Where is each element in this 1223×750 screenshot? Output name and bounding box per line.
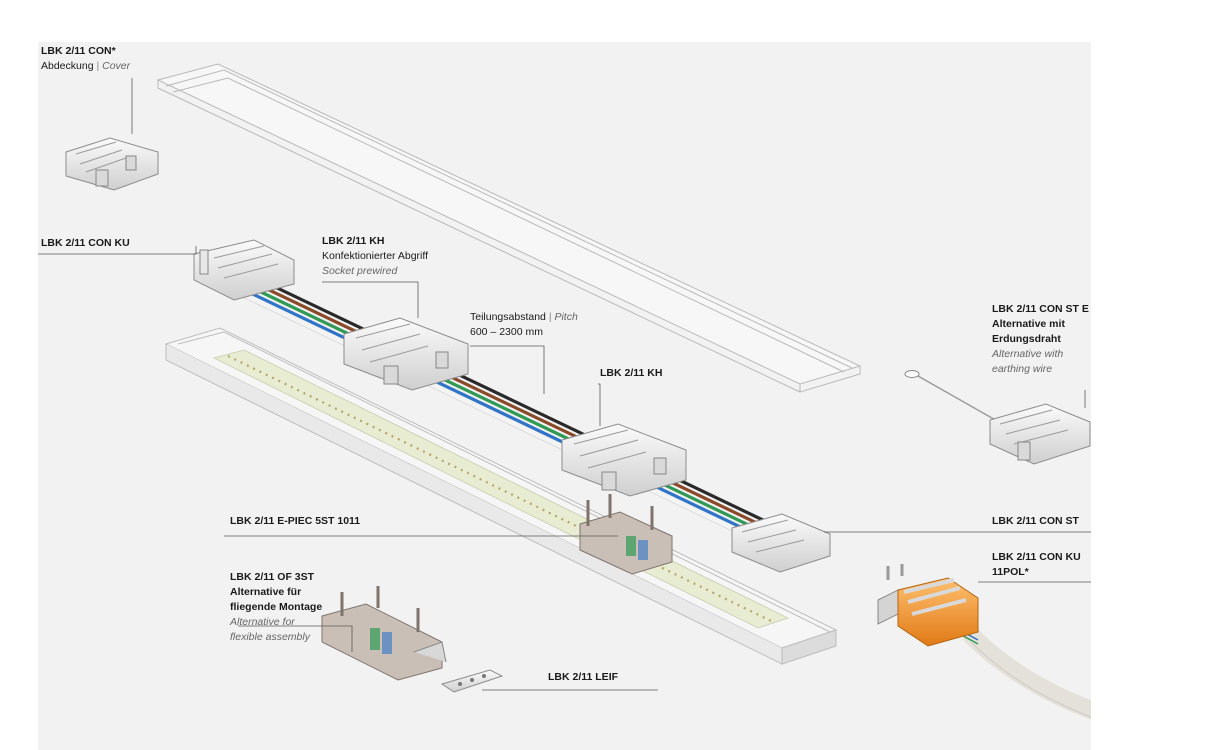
label-pitch-de: Teilungsabstand [470,311,546,323]
wire-bundle [230,272,790,551]
label-pitch-sep: | [548,311,552,323]
label-of-3st-de1: Alternative für [230,586,302,598]
con-st-part [731,513,831,573]
flex-cable [955,627,1091,719]
label-con-st-e-en2: earthing wire [992,363,1053,375]
leif-part [440,669,504,693]
leader-of-3st [238,625,353,652]
label-con-cover-en: Cover [102,60,131,72]
label-leif: LBK 2/11 LEIF [548,670,618,685]
label-con-ku-11pol-name2: 11POL* [992,566,1029,578]
label-kh-prewired-en: Socket prewired [322,265,398,277]
con-ku-part [193,239,295,301]
leader-con-ku [38,246,197,255]
label-con-st-e-de2: Erdungsdraht [992,333,1061,345]
label-kh-prewired-name: LBK 2/11 KH [322,235,385,247]
con-st-e-part [989,403,1091,465]
label-con-st-e-name: LBK 2/11 CON ST E [992,303,1089,315]
label-con-ku: LBK 2/11 CON KU [41,236,130,251]
label-con-ku-11pol: LBK 2/11 CON KU 11POL* [992,550,1081,580]
label-e-piec-name: LBK 2/11 E-PIEC 5ST 1011 [230,515,361,527]
cover-profile [156,63,862,393]
label-of-3st-en2: flexible assembly [230,631,310,643]
label-leif-name: LBK 2/11 LEIF [548,671,619,683]
label-con-cover-sep: | [96,60,100,72]
e-piec-part [579,494,673,575]
label-pitch-en: Pitch [554,311,578,323]
label-con-st: LBK 2/11 CON ST [992,514,1079,529]
label-kh-prewired-de: Konfektionierter Abgriff [322,250,429,262]
label-con-cover-name: LBK 2/11 CON* [41,45,116,57]
label-kh-prewired: LBK 2/11 KH Konfektionierter Abgriff Soc… [322,234,428,279]
label-con-ku-11pol-name1: LBK 2/11 CON KU [992,551,1081,563]
kh-socket-2 [561,423,687,497]
diagram-canvas: LBK 2/11 CON* Abdeckung | Cover LBK 2/11… [38,42,1091,750]
of-3st-part [321,586,447,681]
label-of-3st: LBK 2/11 OF 3ST Alternative für fliegend… [230,570,322,645]
label-of-3st-name: LBK 2/11 OF 3ST [230,571,315,583]
label-con-cover-de: Abdeckung [41,60,94,72]
label-con-st-e-de1: Alternative mit [992,318,1065,330]
con-ku-11pol-part [877,564,979,647]
label-pitch: Teilungsabstand | Pitch 600 – 2300 mm [470,310,578,340]
leader-kh [598,383,601,426]
label-kh: LBK 2/11 KH [600,366,662,381]
leader-pitch [470,345,545,394]
con-cover-part [65,137,159,191]
earthing-wire [904,370,1007,427]
label-of-3st-de2: fliegende Montage [230,601,323,613]
leader-kh-prewired [322,281,419,318]
leader-lines [38,78,1091,691]
exploded-assembly-drawing [38,63,1091,719]
label-con-st-name: LBK 2/11 CON ST [992,515,1079,527]
label-kh-name: LBK 2/11 KH [600,367,663,379]
label-con-ku-name: LBK 2/11 CON KU [41,237,130,249]
label-of-3st-en1: Alternative for [230,616,295,628]
label-pitch-range: 600 – 2300 mm [470,326,543,338]
label-con-cover: LBK 2/11 CON* Abdeckung | Cover [41,44,130,74]
label-e-piec: LBK 2/11 E-PIEC 5ST 1011 [230,514,360,529]
label-con-st-e: LBK 2/11 CON ST E Alternative mit Erdung… [992,302,1089,377]
label-con-st-e-en1: Alternative with [992,348,1064,360]
kh-socket-1 [343,317,469,391]
